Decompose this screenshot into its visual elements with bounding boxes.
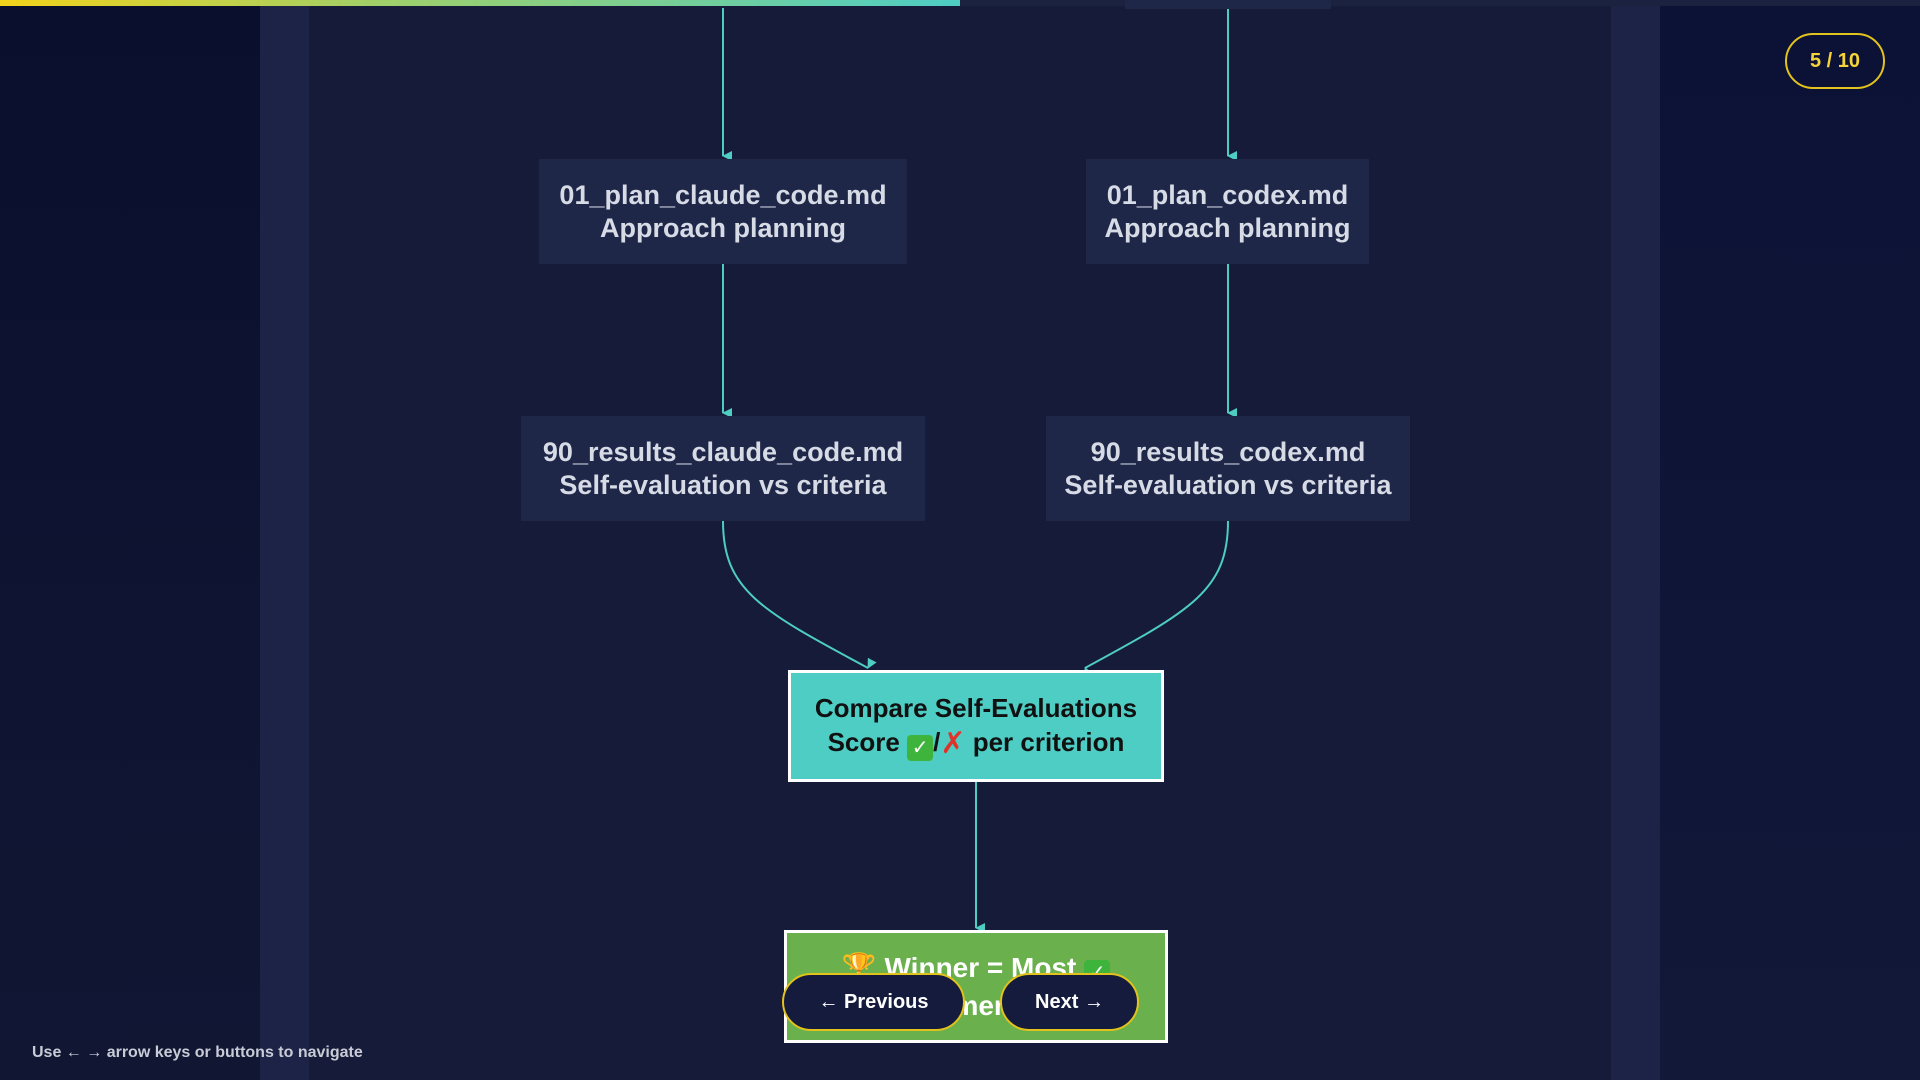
- node-compare-self-evaluations: Compare Self-Evaluations Score ✓/✗ per c…: [788, 670, 1164, 782]
- slide-rail-right: [1611, 0, 1660, 1080]
- previous-button[interactable]: ← Previous: [782, 973, 965, 1031]
- node-plan-codex: 01_plan_codex.md Approach planning: [1086, 159, 1369, 264]
- node-description: Self-evaluation vs criteria: [559, 469, 887, 500]
- cross-mark-icon: ✗: [940, 727, 966, 760]
- connector-results-right-to-compare: [1084, 520, 1229, 679]
- progress-bar-fill: [0, 0, 960, 6]
- check-mark-icon: ✓: [907, 735, 934, 761]
- next-button[interactable]: Next →: [1000, 973, 1139, 1031]
- navigation-hint: Use ← → arrow keys or buttons to navigat…: [32, 1044, 363, 1061]
- node-plan-claude-code: 01_plan_claude_code.md Approach planning: [539, 159, 907, 264]
- slide-counter: 5 / 10: [1785, 33, 1885, 89]
- node-results-claude-code: 90_results_claude_code.md Self-evaluatio…: [521, 416, 925, 521]
- progress-bar: [0, 0, 1920, 6]
- node-results-codex: 90_results_codex.md Self-evaluation vs c…: [1046, 416, 1410, 521]
- slide-canvas: [309, 0, 1611, 1080]
- node-description: Approach planning: [600, 212, 846, 243]
- node-description: Self-evaluation vs criteria: [1064, 469, 1392, 500]
- node-filename: 01_plan_claude_code.md: [559, 179, 887, 210]
- compare-subtitle: Score ✓/✗ per criterion: [827, 727, 1125, 761]
- background-left: [0, 0, 260, 1080]
- node-filename: 01_plan_codex.md: [1106, 179, 1349, 210]
- node-description: Approach planning: [1104, 212, 1351, 243]
- connector-results-left-to-compare: [722, 520, 877, 669]
- offscreen-node-edge: [1125, 0, 1331, 9]
- compare-title: Compare Self-Evaluations: [814, 693, 1138, 723]
- node-filename: 90_results_claude_code.md: [542, 436, 904, 467]
- node-filename: 90_results_codex.md: [1090, 436, 1366, 467]
- slide-rail-left: [260, 0, 309, 1080]
- background-right: [1660, 0, 1920, 1080]
